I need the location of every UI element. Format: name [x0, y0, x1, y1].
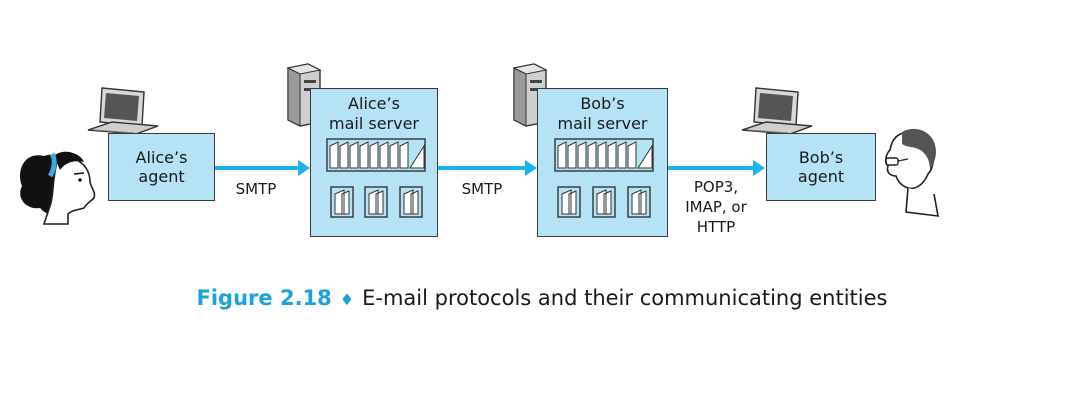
mailbox-icon [330, 186, 354, 218]
alice-agent-box [108, 133, 215, 201]
bob-server-label-2: mail server [557, 114, 648, 133]
pop-arrow [668, 166, 754, 170]
smtp-arrowhead-2 [525, 160, 537, 176]
outgoing-message-queue [554, 138, 654, 172]
alice-server-label-1: Alice’s [348, 94, 400, 113]
alice-server-label-2: mail server [328, 114, 419, 133]
pop-label-3: HTTP [696, 218, 736, 236]
desktop-computer-icon [741, 87, 813, 135]
caption-text: E-mail protocols and their communicating… [362, 286, 888, 310]
alice-agent-label-2: agent [138, 167, 185, 186]
desktop-computer-icon [87, 87, 159, 135]
bob-server-label-1: Bob’s [580, 94, 625, 113]
person-bob-icon [885, 128, 939, 217]
figure-number: Figure 2.18 [196, 286, 332, 310]
mailbox-icon [399, 186, 423, 218]
outgoing-message-queue [326, 138, 426, 172]
pop-arrowhead [753, 160, 765, 176]
person-alice-icon [20, 151, 96, 225]
alice-agent-label-1: Alice’s [135, 148, 188, 167]
smtp-label-2: SMTP [461, 180, 503, 198]
figure-caption: Figure 2.18 ♦ E-mail protocols and their c… [0, 286, 1084, 310]
smtp-arrow-2 [438, 166, 526, 170]
bob-agent-label-2: agent [797, 167, 845, 186]
mailbox-icon [627, 186, 651, 218]
pop-label-2: IMAP, or [685, 198, 747, 216]
smtp-label-1: SMTP [235, 180, 277, 198]
pop-label-1: POP3, [693, 178, 739, 196]
mailbox-icon [592, 186, 616, 218]
bob-agent-box [766, 133, 876, 201]
smtp-arrow-1 [215, 166, 299, 170]
caption-diamond: ♦ [339, 290, 355, 309]
bob-agent-label-1: Bob’s [798, 148, 844, 167]
mailbox-icon [364, 186, 388, 218]
smtp-arrowhead-1 [298, 160, 310, 176]
mailbox-icon [557, 186, 581, 218]
